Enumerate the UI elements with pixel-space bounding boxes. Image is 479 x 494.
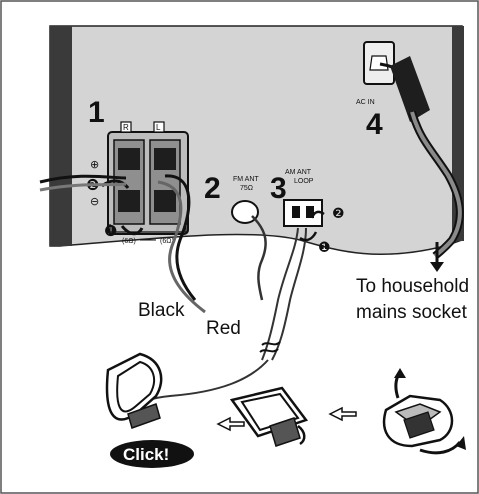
step-1-number: 1: [88, 96, 105, 129]
impedance-left-label: (6Ω): [122, 238, 136, 245]
step-2-number: 2: [204, 172, 221, 205]
terminal-left-label: L: [156, 123, 161, 132]
red-wire-label: Red: [206, 318, 241, 339]
click-badge: Click!: [110, 440, 194, 468]
am-loop-label: LOOP: [294, 178, 314, 185]
fm-ant-label: FM ANT: [233, 176, 259, 183]
minus-symbol: ⊖: [90, 196, 99, 208]
click-label: Click!: [123, 445, 169, 464]
am-loop-assembled: [107, 354, 161, 428]
am-ant-label: AM ANT: [285, 169, 312, 176]
socket-label-line1: To household: [356, 276, 469, 297]
ac-in-label: AC IN: [356, 99, 375, 106]
fm-impedance-label: 75Ω: [240, 185, 253, 192]
plus-symbol: ⊕: [90, 159, 99, 171]
substep-b-marker-am: ❷: [332, 205, 345, 221]
panel-left-edge: [50, 26, 72, 246]
black-wire-label: Black: [138, 300, 185, 321]
substep-a-marker-speaker: ❶: [104, 223, 117, 240]
step-4-number: 4: [366, 108, 383, 141]
terminal-right-label: R: [123, 123, 129, 132]
substep-a-marker-am: ❶: [318, 239, 331, 255]
socket-label-line2: mains socket: [356, 302, 468, 323]
